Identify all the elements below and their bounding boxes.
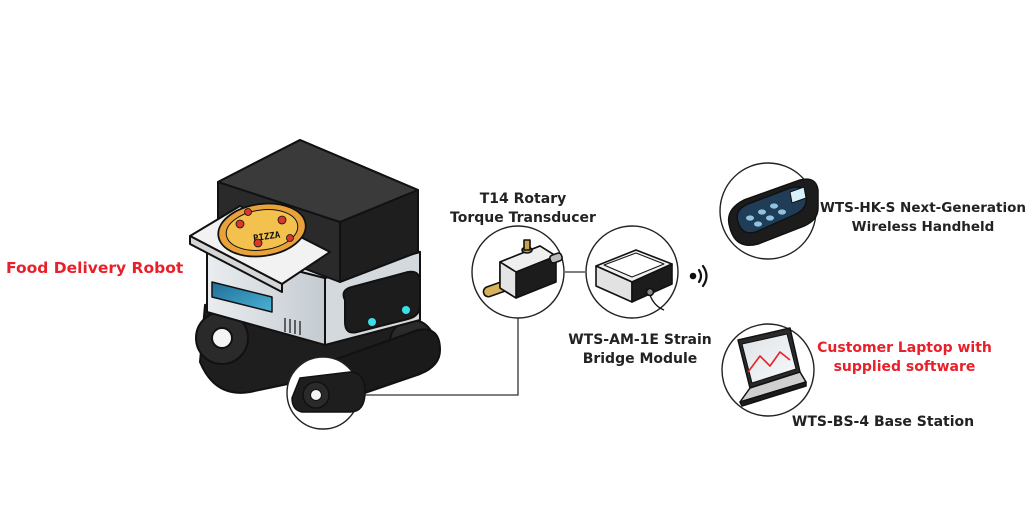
robot-label-text: Food Delivery Robot xyxy=(6,259,184,277)
laptop-label: Customer Laptop with supplied software xyxy=(812,339,997,377)
food-delivery-robot-illustration: PIZZA xyxy=(189,139,441,410)
robot-face-panel xyxy=(342,270,421,334)
robot-label: Food Delivery Robot xyxy=(6,259,183,278)
handheld-label-line2: Wireless Handheld xyxy=(851,219,995,235)
transducer-label-line2: Torque Transducer xyxy=(450,210,596,226)
laptop-label-line1: Customer Laptop with xyxy=(817,340,992,356)
base-station-label-text: WTS-BS-4 Base Station xyxy=(791,414,975,430)
pizza-box-text: PIZZA xyxy=(253,230,282,244)
wireless-handheld-illustration xyxy=(719,162,819,260)
robot-eye-left xyxy=(368,318,376,326)
transducer-label: T14 Rotary Torque Transducer xyxy=(448,190,598,228)
laptop-label-line2: supplied software xyxy=(833,359,976,375)
base-station-label: WTS-BS-4 Base Station xyxy=(788,413,978,432)
connection-lines xyxy=(358,271,585,396)
module-label: WTS-AM-1E Strain Bridge Module xyxy=(560,331,720,369)
strain-bridge-module-illustration xyxy=(585,225,679,319)
module-label-line2: Bridge Module xyxy=(582,351,698,367)
torque-transducer-illustration xyxy=(471,225,565,319)
robot-to-transducer-line xyxy=(358,318,519,396)
handheld-label: WTS-HK-S Next-Generation Wireless Handhe… xyxy=(818,199,1028,237)
robot-track-detail-magnifier xyxy=(286,356,366,430)
robot-eye-right xyxy=(402,306,410,314)
transducer-label-line1: T14 Rotary xyxy=(479,191,567,207)
base-station-laptop-illustration xyxy=(721,323,815,417)
robot-side-panel xyxy=(211,281,273,313)
module-label-line1: WTS-AM-1E Strain xyxy=(568,332,712,348)
handheld-label-line1: WTS-HK-S Next-Generation xyxy=(820,200,1026,216)
wireless-signal-icon xyxy=(689,264,708,288)
